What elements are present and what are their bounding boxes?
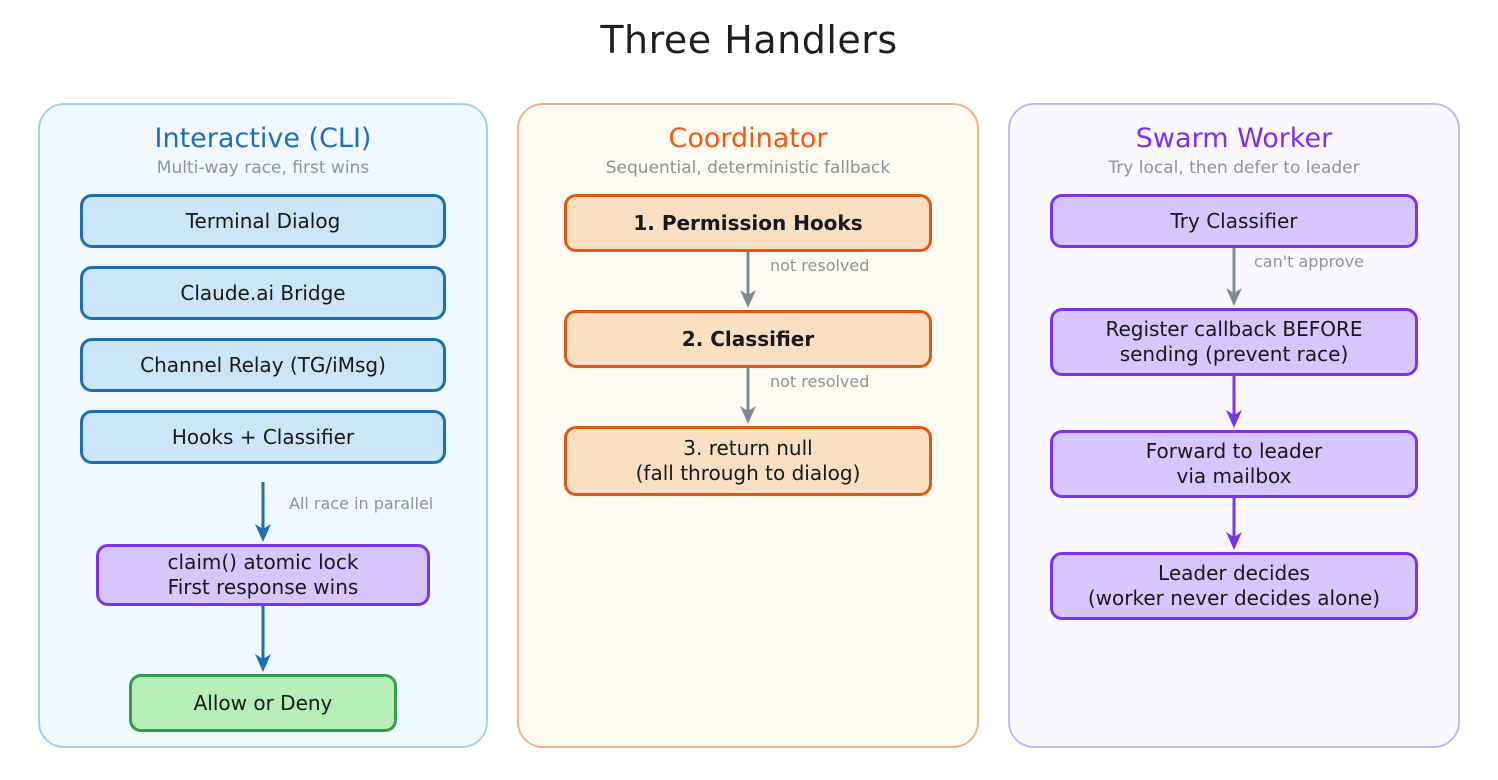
node-leader-decides[interactable]: Leader decides (worker never decides alo… — [1050, 552, 1418, 621]
node-leader-decides-line1: Leader decides — [1158, 560, 1310, 585]
node-forward-to-leader-line2: via mailbox — [1176, 464, 1292, 489]
node-leader-decides-line2: (worker never decides alone) — [1087, 586, 1381, 611]
node-claim-text: claim() atomic lock First response wins — [168, 550, 359, 601]
panel-subtitle-interactive: Multi-way race, first wins — [156, 158, 370, 179]
edge-label-not-resolved-1: not resolved — [770, 256, 870, 276]
node-register-callback[interactable]: Register callback BEFORE sending (preven… — [1050, 308, 1418, 377]
panel-interactive-cli[interactable]: Interactive (CLI) Multi-way race, first … — [38, 103, 488, 748]
edge-label-cant-approve: can't approve — [1254, 252, 1364, 272]
panel-coordinator[interactable]: Coordinator Sequential, deterministic fa… — [517, 103, 979, 748]
node-return-null[interactable]: 3. return null (fall through to dialog) — [564, 426, 932, 497]
edge-try-classifier-to-register: can't approve — [1050, 248, 1418, 308]
node-register-callback-line1: Register callback BEFORE — [1105, 316, 1363, 341]
interactive-node-stack: Terminal Dialog Claude.ai Bridge Channel… — [80, 194, 446, 733]
arrow-down-icon — [255, 606, 271, 673]
node-register-callback-text: Register callback BEFORE sending (preven… — [1105, 317, 1362, 368]
node-claude-ai-bridge[interactable]: Claude.ai Bridge — [80, 266, 446, 321]
edge-label-all-race-in-parallel: All race in parallel — [289, 494, 434, 514]
node-permission-hooks[interactable]: 1. Permission Hooks — [564, 194, 932, 253]
node-claim-line1: claim() atomic lock — [167, 549, 359, 574]
coordinator-node-stack: 1. Permission Hooks not resolved 2. Clas… — [564, 194, 932, 497]
arrow-down-icon — [1226, 498, 1242, 551]
edge-classifier-to-return-null: not resolved — [564, 368, 932, 426]
panel-title-coordinator: Coordinator — [668, 123, 828, 154]
edge-register-to-forward — [1050, 376, 1418, 430]
node-terminal-dialog[interactable]: Terminal Dialog — [80, 194, 446, 249]
edge-forward-to-leader-decides — [1050, 498, 1418, 552]
panel-title-swarm-worker: Swarm Worker — [1135, 123, 1333, 154]
node-classifier[interactable]: 2. Classifier — [564, 310, 932, 369]
arrow-down-icon — [1226, 376, 1242, 429]
arrow-down-icon — [740, 368, 756, 425]
edge-claim-to-allow — [80, 606, 446, 674]
node-leader-decides-text: Leader decides (worker never decides alo… — [1088, 561, 1380, 612]
panel-title-interactive: Interactive (CLI) — [154, 123, 372, 154]
arrow-down-icon — [255, 482, 271, 543]
node-forward-to-leader-text: Forward to leader via mailbox — [1146, 439, 1323, 490]
page-title: Three Handlers — [600, 18, 898, 62]
panel-subtitle-swarm-worker: Try local, then defer to leader — [1108, 158, 1360, 179]
panel-subtitle-coordinator: Sequential, deterministic fallback — [605, 158, 891, 179]
edge-hooks-to-classifier: not resolved — [564, 252, 932, 310]
node-allow-or-deny[interactable]: Allow or Deny — [129, 674, 397, 733]
panel-swarm-worker[interactable]: Swarm Worker Try local, then defer to le… — [1008, 103, 1460, 748]
edge-hooks-to-claim: All race in parallel — [80, 482, 446, 544]
edge-label-not-resolved-2: not resolved — [770, 372, 870, 392]
node-return-null-line2: (fall through to dialog) — [635, 461, 861, 486]
swarm-node-stack: Try Classifier can't approve Register ca… — [1050, 194, 1418, 621]
node-forward-to-leader[interactable]: Forward to leader via mailbox — [1050, 430, 1418, 499]
arrow-down-icon — [1226, 248, 1242, 307]
node-claim-line2: First response wins — [167, 575, 359, 600]
node-claim-atomic-lock[interactable]: claim() atomic lock First response wins — [96, 544, 430, 607]
node-hooks-classifier[interactable]: Hooks + Classifier — [80, 410, 446, 465]
node-forward-to-leader-line1: Forward to leader — [1145, 438, 1323, 463]
node-channel-relay[interactable]: Channel Relay (TG/iMsg) — [80, 338, 446, 393]
panel-row: Interactive (CLI) Multi-way race, first … — [38, 103, 1460, 748]
arrow-down-icon — [740, 252, 756, 309]
node-return-null-line1: 3. return null — [683, 435, 813, 460]
node-register-callback-line2: sending (prevent race) — [1119, 342, 1349, 367]
node-return-null-text: 3. return null (fall through to dialog) — [636, 436, 861, 487]
node-try-classifier[interactable]: Try Classifier — [1050, 194, 1418, 249]
